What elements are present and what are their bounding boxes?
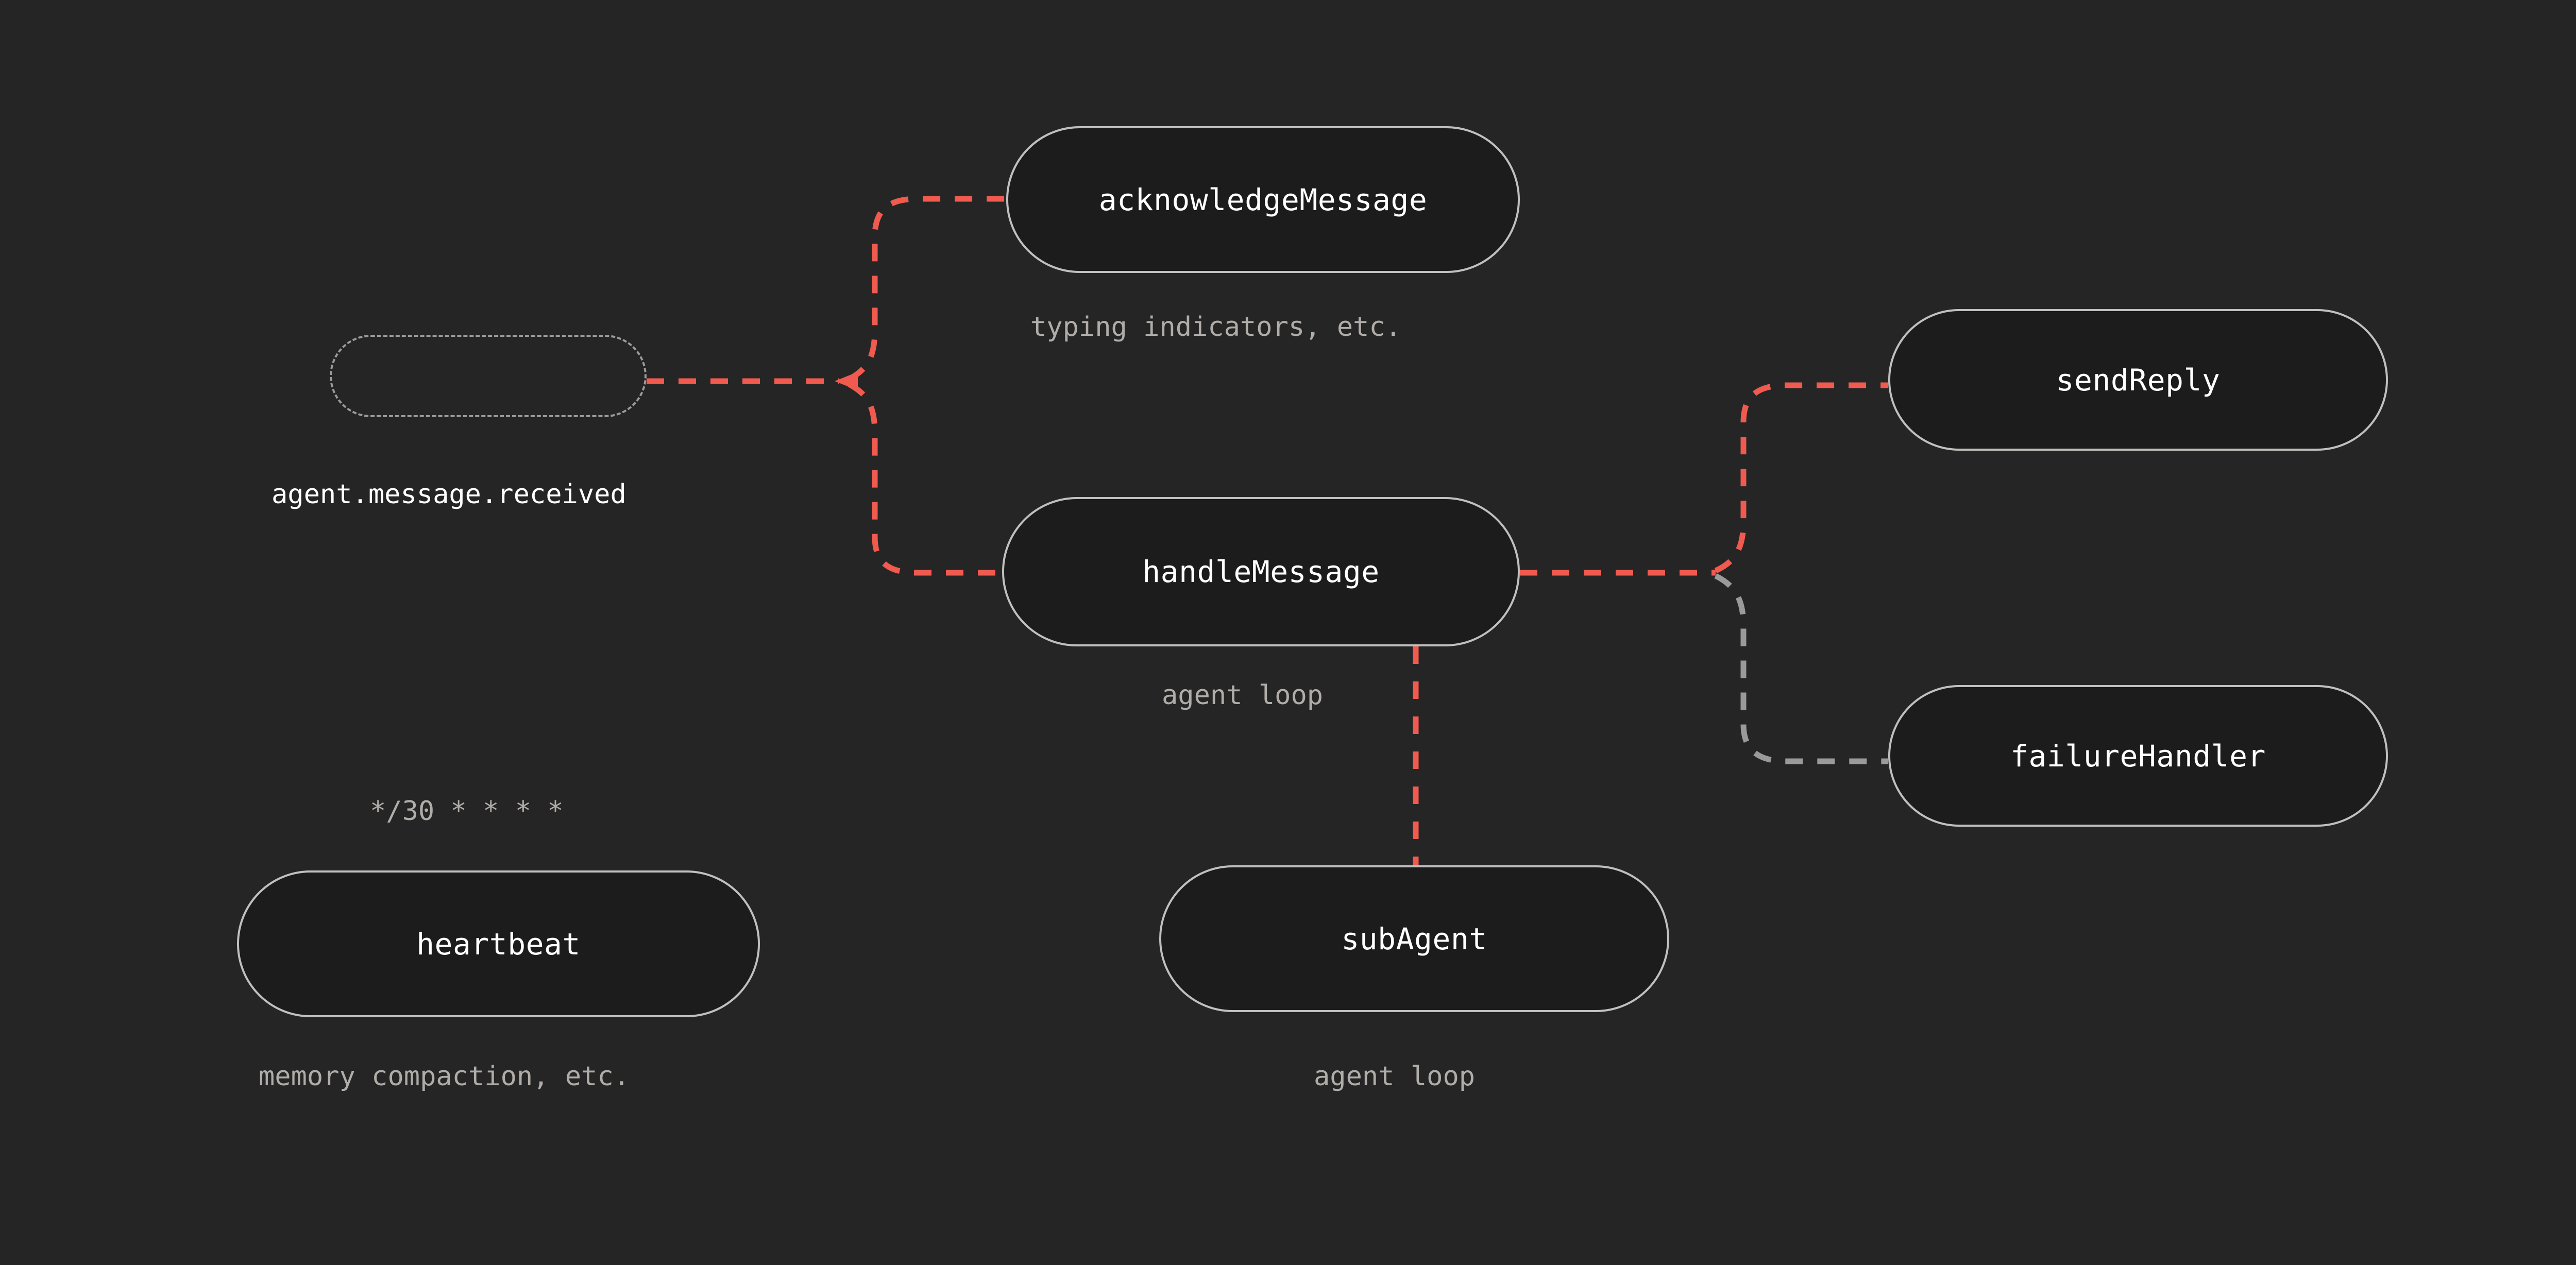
node-label: handleMessage (1142, 554, 1380, 589)
node-send-reply[interactable]: sendReply (1888, 309, 2388, 451)
node-heartbeat[interactable]: heartbeat (237, 870, 760, 1017)
node-handle-message[interactable]: handleMessage (1002, 497, 1520, 646)
caption-trigger-event: agent.message.received (272, 479, 626, 510)
node-label: failureHandler (2010, 738, 2266, 774)
node-label: subAgent (1341, 921, 1487, 956)
node-trigger-agent-message-received[interactable] (330, 335, 647, 417)
edge-junction-to-sendreply (1714, 382, 1888, 574)
node-acknowledge-message[interactable]: acknowledgeMessage (1006, 126, 1520, 273)
edge-junction-to-acknowledge (848, 196, 1006, 382)
node-failure-handler[interactable]: failureHandler (1888, 685, 2388, 827)
caption-acknowledge-message: typing indicators, etc. (1030, 312, 1402, 343)
caption-heartbeat-schedule: */30 * * * * (370, 796, 564, 827)
junction-a-marker (835, 372, 858, 390)
node-label: heartbeat (416, 926, 581, 962)
edge-junction-to-failurehandler (1714, 573, 1888, 764)
edge-junction-to-handlemessage (848, 382, 1002, 576)
caption-sub-agent: agent loop (1314, 1061, 1476, 1092)
caption-handle-message: agent loop (1162, 680, 1324, 711)
node-label: acknowledgeMessage (1098, 182, 1428, 217)
caption-heartbeat: memory compaction, etc. (259, 1061, 630, 1092)
node-sub-agent[interactable]: subAgent (1159, 865, 1669, 1012)
node-label: sendReply (2056, 362, 2221, 398)
